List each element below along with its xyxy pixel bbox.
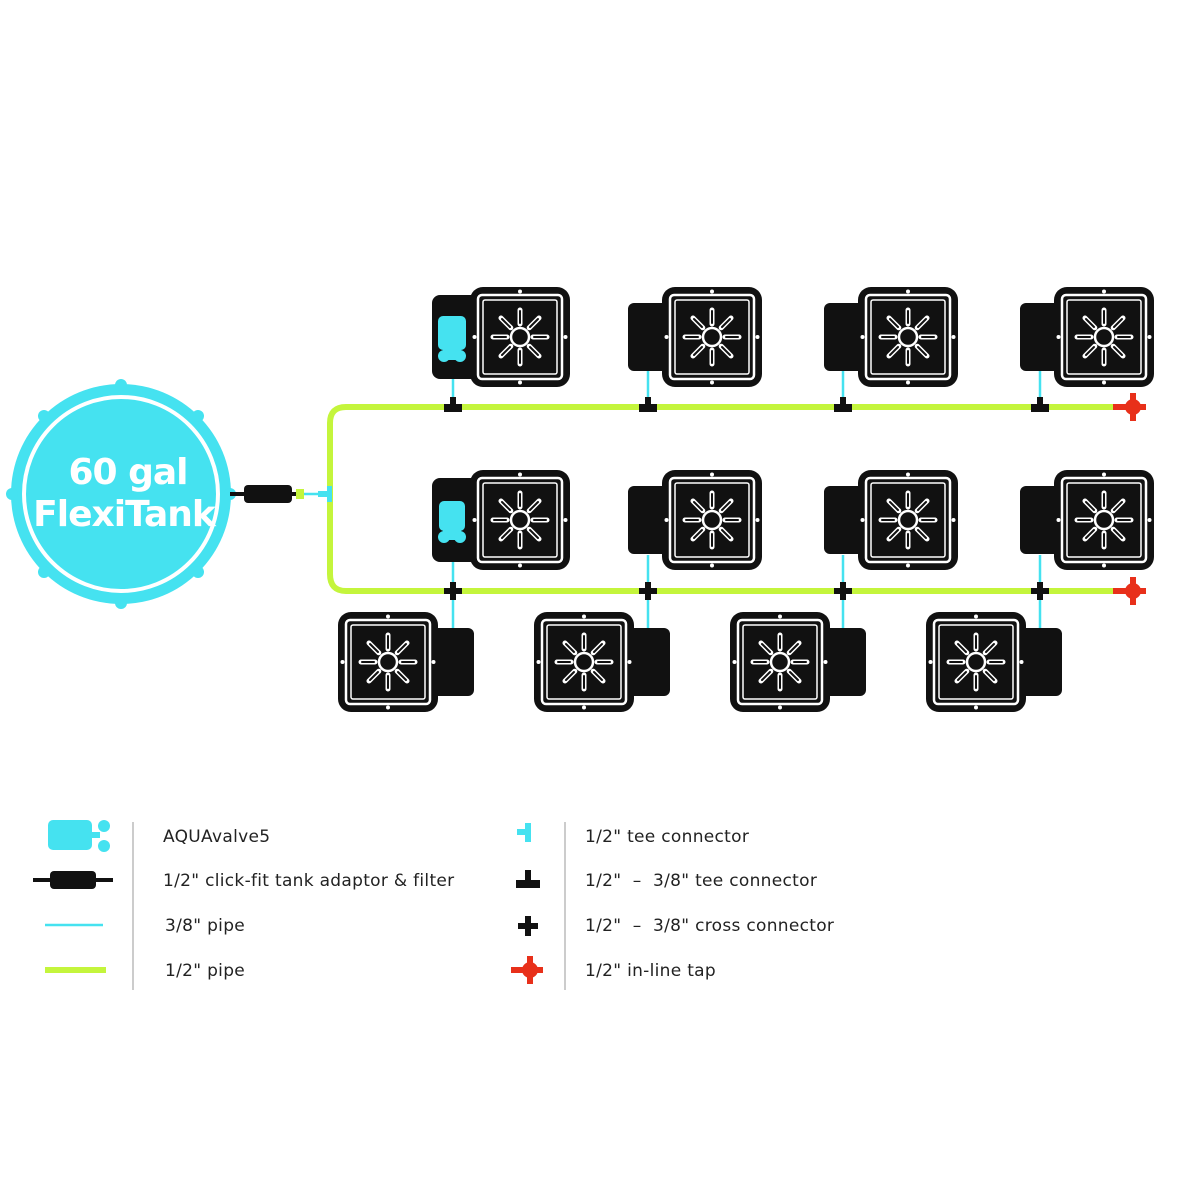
bottom-row	[338, 612, 1062, 712]
legend-label-pipe-3-8: 3/8" pipe	[165, 916, 245, 936]
middle-row	[432, 470, 1154, 570]
cross-connectors	[444, 582, 1049, 600]
legend-label-reducing-tee: 1/2" – 3/8" tee connector	[585, 871, 817, 891]
aquavalve-icon	[48, 820, 110, 852]
tee-connector	[318, 486, 332, 502]
tank-adaptor-filter	[230, 485, 304, 503]
tee-connector-icon	[517, 823, 531, 842]
legend-label-tank-adaptor: 1/2" click-fit tank adaptor & filter	[163, 871, 454, 891]
plant-pot	[628, 470, 762, 570]
reducing-tee-connectors	[444, 397, 1049, 412]
legend-label-cross-connector: 1/2" – 3/8" cross connector	[585, 916, 834, 936]
top-row	[432, 287, 1154, 387]
plant-pot	[628, 287, 762, 387]
plant-pot	[1020, 287, 1154, 387]
aquavalve	[438, 316, 466, 362]
flexitank: 60 gal FlexiTank	[6, 379, 236, 609]
legend-label-pipe-1-2: 1/2" pipe	[165, 961, 245, 981]
tank-label-line2: FlexiTank	[33, 494, 217, 535]
inline-taps	[1113, 393, 1146, 605]
legend-label-aquavalve: AQUAvalve5	[163, 827, 270, 847]
tank-label-line1: 60 gal	[68, 452, 187, 493]
legend-label-inline-tap: 1/2" in-line tap	[585, 961, 716, 981]
aquavalve	[438, 501, 466, 543]
plant-pot	[926, 612, 1062, 712]
legend-label-tee-connector: 1/2" tee connector	[585, 827, 749, 847]
plant-pot	[534, 612, 670, 712]
plant-pot	[824, 470, 958, 570]
plant-pot	[730, 612, 866, 712]
plant-pot	[338, 612, 474, 712]
tank-adaptor-filter-icon	[33, 871, 113, 889]
reducing-tee-connector-icon	[516, 870, 540, 888]
plant-pot	[824, 287, 958, 387]
plant-pot	[1020, 470, 1154, 570]
legend: AQUAvalve5 1/2" click-fit tank adaptor &…	[33, 820, 834, 990]
inline-tap-icon	[511, 956, 543, 984]
cross-connector-icon	[518, 916, 538, 936]
